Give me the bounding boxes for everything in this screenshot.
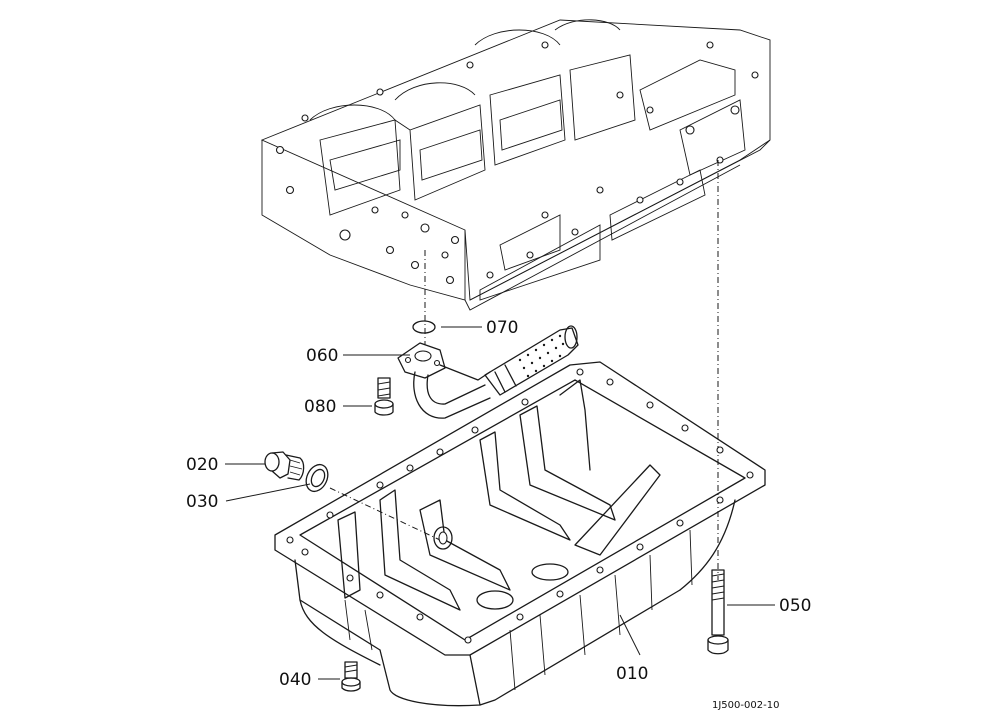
- o-ring-part: [412, 320, 436, 334]
- callout-030: 030: [186, 492, 218, 512]
- callout-040: 040: [279, 670, 311, 690]
- reference-code: 1J500-002-10: [712, 700, 779, 711]
- long-bolt-part: [707, 569, 729, 655]
- leader-030: [225, 483, 311, 502]
- leader-010: [619, 614, 641, 656]
- screw-part: [374, 377, 394, 416]
- callout-010: 010: [616, 664, 648, 684]
- oil-pan-part: [274, 361, 766, 707]
- engine-block: [260, 19, 771, 311]
- callout-060: 060: [306, 346, 338, 366]
- oil-strainer-part: [397, 325, 579, 419]
- callout-050: 050: [779, 596, 811, 616]
- short-screw-part: [341, 661, 361, 692]
- center-line-drain-plug: [329, 487, 441, 541]
- gasket-part: [305, 463, 329, 493]
- callout-070: 070: [486, 318, 518, 338]
- drain-plug-part: [264, 451, 305, 481]
- callout-080: 080: [304, 397, 336, 417]
- callout-020: 020: [186, 455, 218, 475]
